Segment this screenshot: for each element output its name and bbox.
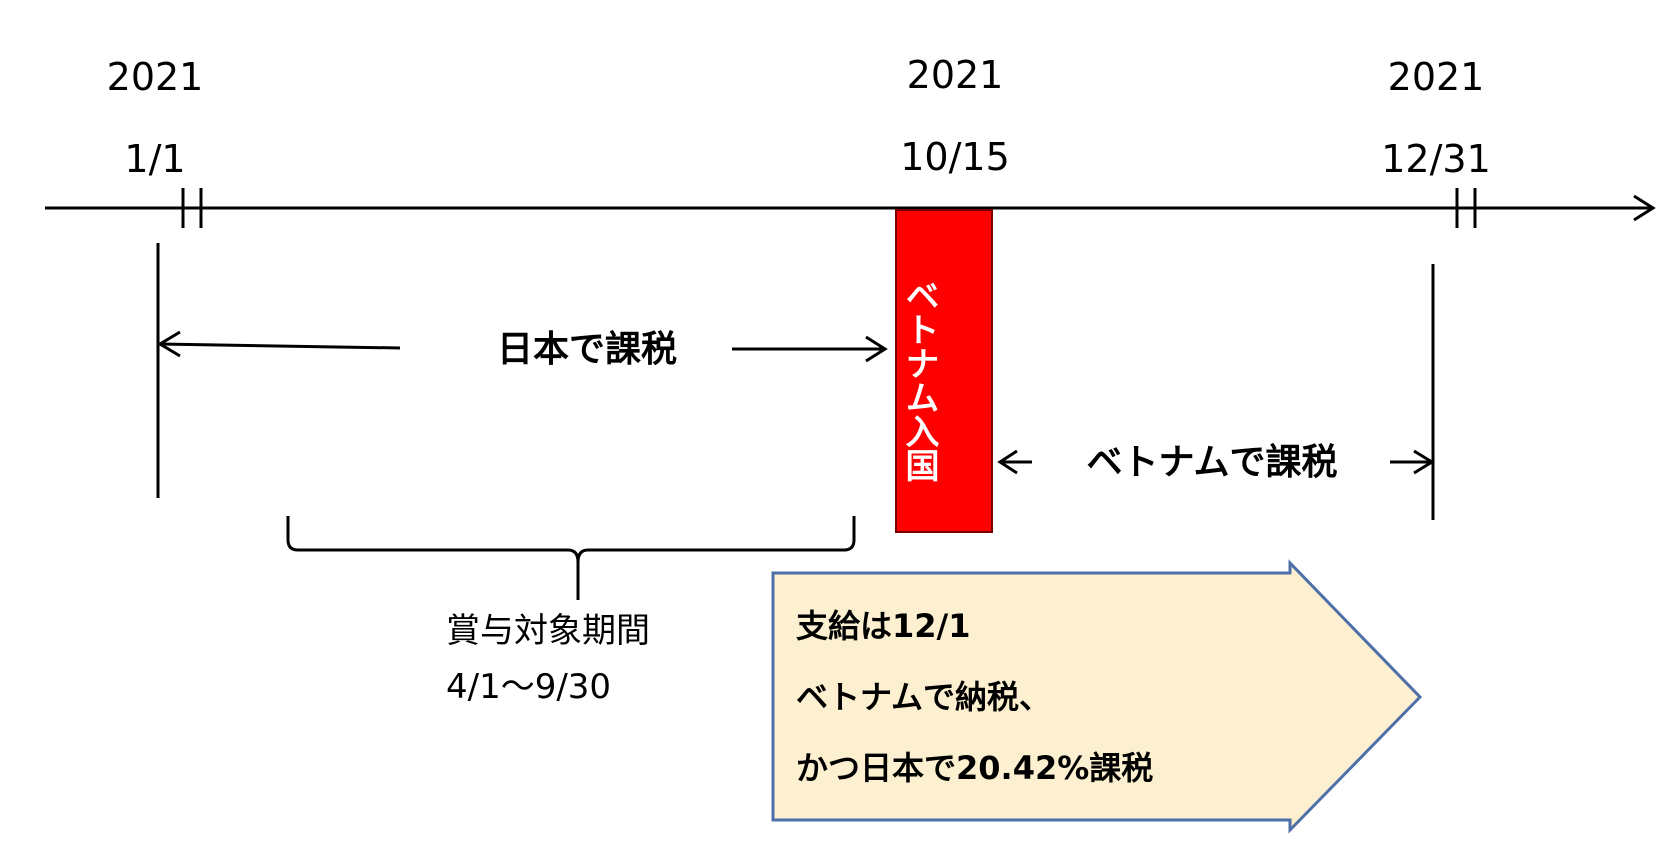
axis-break-mark-end [1455, 188, 1477, 228]
bonus-period-range: 4/1～9/30 [446, 667, 611, 707]
date-marker-start-date: 1/1 [124, 137, 185, 181]
vietnam-period-arrow [997, 449, 1435, 475]
vietnam-entry-bar [895, 209, 993, 533]
bonus-period-brace [286, 516, 856, 600]
date-marker-entry: 2021 10/15 [900, 53, 1010, 179]
date-marker-start: 2021 1/1 [107, 55, 204, 181]
payment-note-line-2: ベトナムで納税、 [796, 678, 1051, 716]
date-marker-end: 2021 12/31 [1381, 55, 1491, 181]
vietnam-period-label: ベトナムで課税 [1087, 442, 1338, 483]
vietnam-entry-label: ベトナム入国 [899, 278, 939, 482]
japan-period-label: 日本で課税 [497, 329, 677, 370]
bonus-period-title: 賞与対象期間 [446, 611, 650, 651]
payment-note-line-3: かつ日本で20.42%課税 [796, 749, 1153, 787]
date-marker-entry-date: 10/15 [900, 135, 1010, 179]
payment-note-line-1: 支給は12/1 [796, 607, 971, 645]
date-marker-entry-year: 2021 [907, 53, 1004, 97]
date-marker-end-date: 12/31 [1381, 137, 1491, 181]
date-marker-start-year: 2021 [107, 55, 204, 99]
axis-break-mark-start [181, 188, 203, 228]
japan-period-arrow [157, 330, 888, 363]
date-marker-end-year: 2021 [1388, 55, 1485, 99]
timeline-arrowhead [1633, 194, 1656, 222]
payment-note-callout [771, 559, 1423, 834]
